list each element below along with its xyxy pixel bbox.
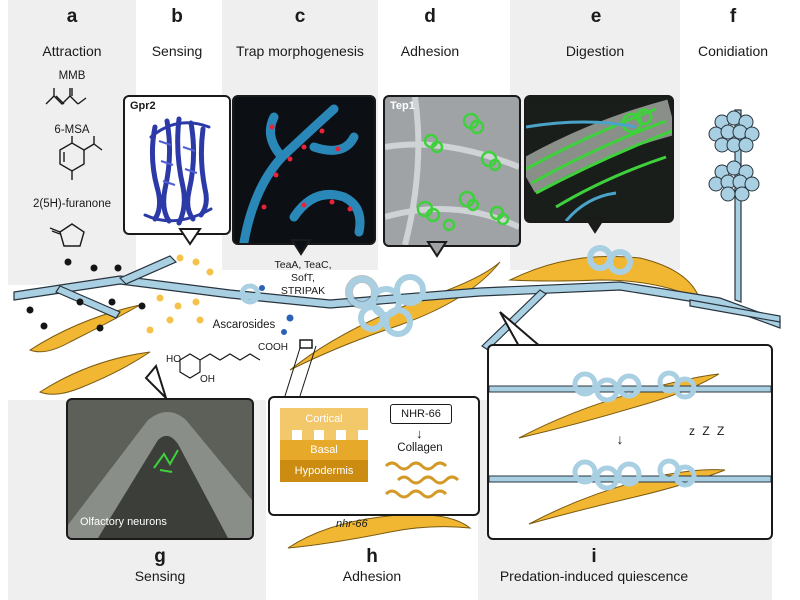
hypodermis-layer: Hypodermis [280,460,368,482]
adhesion-zoom-lines [284,339,317,397]
panel-h-letter: h [366,546,378,567]
mmb-structure-icon [45,88,87,105]
tep1-label: Tep1 [390,100,415,112]
collagen-fibers-icon [384,461,460,499]
panel-c-letter: c [294,6,306,27]
6msa-structure-icon [59,136,103,180]
gpr2-inset: Gpr2 [123,95,231,235]
quiescence-illustration: ↓ [489,370,771,525]
panel-d-letter: d [424,6,436,27]
attractant-dots [26,258,146,332]
olfactory-callout-pointer [144,363,167,399]
panel-d-title: Adhesion [400,43,460,59]
panel-e-letter: e [590,6,602,27]
panel-c-title: Trap morphogenesis [236,43,364,59]
sleep-z-icon: z Z Z [689,424,727,438]
panel-b-title: Sensing [151,43,203,59]
furanone-structure-icon [49,223,85,247]
panel-i-title: Predation-induced quiescence [499,568,689,584]
panel-h-title: Adhesion [342,568,402,584]
molecule-furanone-label: 2(5H)-furanone [33,198,111,210]
olfactory-neurons-label: Olfactory neurons [80,516,167,528]
nhr66-protein-box: NHR-66 [390,404,452,424]
trap-initiation-dots [259,285,294,335]
trap-hyphae-fluorescence-icon [239,104,365,243]
oh-label: OH [200,374,215,385]
tep1-callout-pointer [426,241,448,258]
adhesion-detail-box: Cortical Basal Hypodermis NHR-66 ↓ Colla… [268,396,480,516]
svg-text:↓: ↓ [617,431,624,447]
olfactory-neurons-image: Olfactory neurons [66,398,254,540]
panel-g-title: Sensing [134,568,186,584]
cuticle-gap-layer [280,430,368,440]
worm-head-micrograph-icon [68,412,252,538]
trap-gene-line-1: TeaA, TeaC, [274,259,332,271]
panel-a-letter: a [66,6,78,27]
gpr2-label: Gpr2 [130,100,156,112]
quiescence-detail-box: ↓ z Z Z [487,344,773,540]
cooh-label: COOH [258,342,288,353]
panel-b-letter: b [171,6,183,27]
digestion-callout-pointer [584,217,606,234]
gpr2-callout-pointer [178,228,202,246]
basal-layer: Basal [280,440,368,460]
panel-g-letter: g [154,546,166,567]
ascarosides-label: Ascarosides [212,319,276,331]
tep1-adhesion-fluorescence-icon [385,97,519,245]
panel-f-title: Conidiation [697,43,769,59]
tep1-image: Tep1 [383,95,521,247]
worm-left-lower [38,351,151,395]
collagen-label: Collagen [397,442,443,454]
digestion-fluorescence-icon [526,99,672,221]
nhr66-gene-label: nhr-66 [336,518,368,530]
cortical-layer: Cortical [280,408,368,430]
trap-gene-line-2: SofT, [291,272,315,284]
panel-a-title: Attraction [42,43,102,59]
worm-nhr66 [287,514,472,549]
molecule-6msa-label: 6-MSA [54,124,90,136]
ho-label: HO [166,354,181,365]
gpr2-protein-icon [143,116,213,226]
ascaroside-structure-icon [179,353,261,379]
arrow-down-icon: ↓ [416,426,423,441]
conidiophore [708,110,760,202]
trap-rings [239,245,633,337]
molecule-mmb-label: MMB [58,70,86,82]
ascaroside-dots [146,254,214,334]
panel-f-letter: f [729,6,737,27]
panel-e-title: Digestion [565,43,625,59]
trap-gene-line-3: STRIPAK [280,285,326,297]
digestion-image [524,95,674,223]
trap-callout-pointer [290,239,312,256]
panel-i-letter: i [591,546,597,567]
